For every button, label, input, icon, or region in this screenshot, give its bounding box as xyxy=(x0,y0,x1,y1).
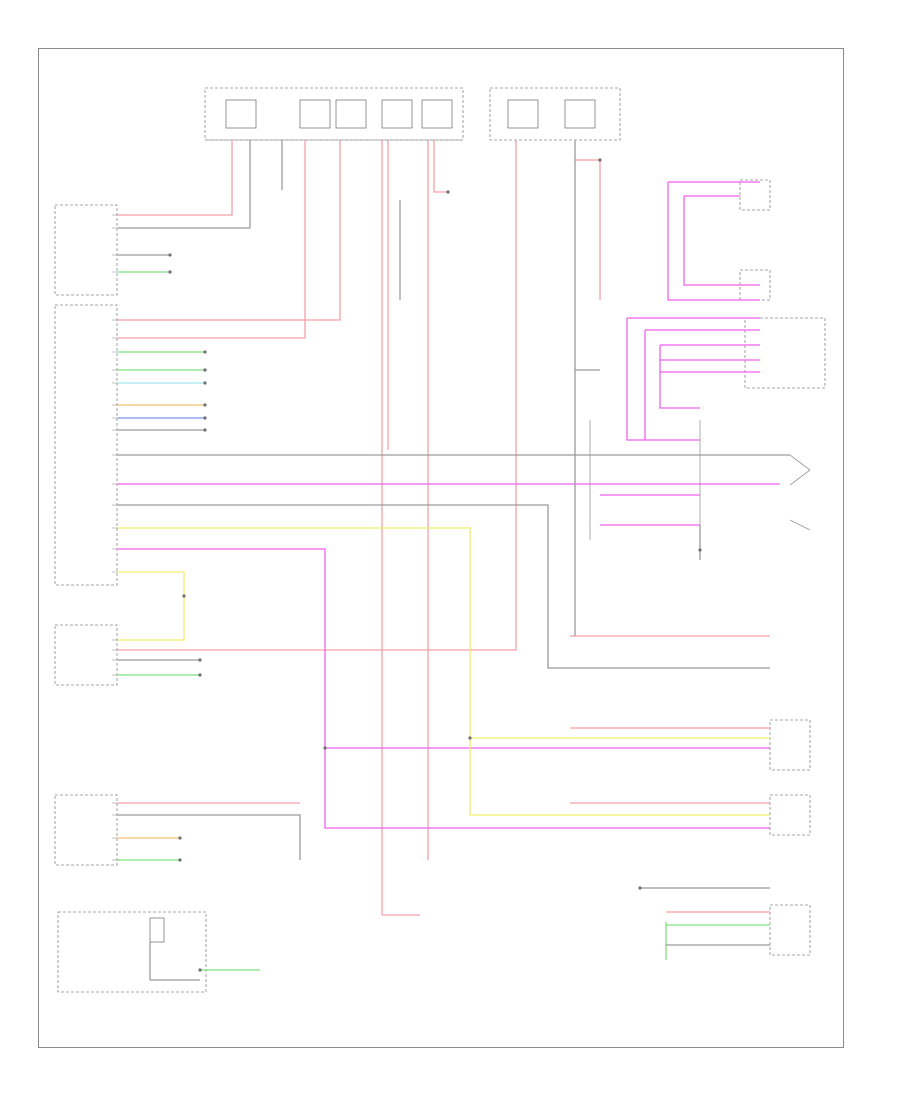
connector-right-5 xyxy=(769,794,811,836)
connector-right-4 xyxy=(769,719,811,771)
connector-right-6 xyxy=(769,904,811,956)
red-wires xyxy=(118,140,770,916)
connector-right-3 xyxy=(744,317,826,389)
connector-left-5 xyxy=(57,911,207,993)
fuse-block-main xyxy=(204,87,464,141)
connector-right-1 xyxy=(739,179,771,211)
diagram-frame xyxy=(38,48,844,1048)
pin-dots xyxy=(168,158,702,972)
gray-wires xyxy=(118,140,790,981)
connector-left-3 xyxy=(54,624,118,686)
switch-block xyxy=(589,420,811,540)
pink-wires xyxy=(118,181,780,829)
connector-left-2 xyxy=(54,304,118,586)
green-wires xyxy=(118,271,770,971)
yellow-wires xyxy=(118,527,770,816)
fuse-block-secondary xyxy=(489,87,621,141)
connector-left-1 xyxy=(54,204,118,296)
connector-left-4 xyxy=(54,794,118,866)
pin-ticks xyxy=(112,214,118,861)
misc-color-wires xyxy=(118,382,205,839)
